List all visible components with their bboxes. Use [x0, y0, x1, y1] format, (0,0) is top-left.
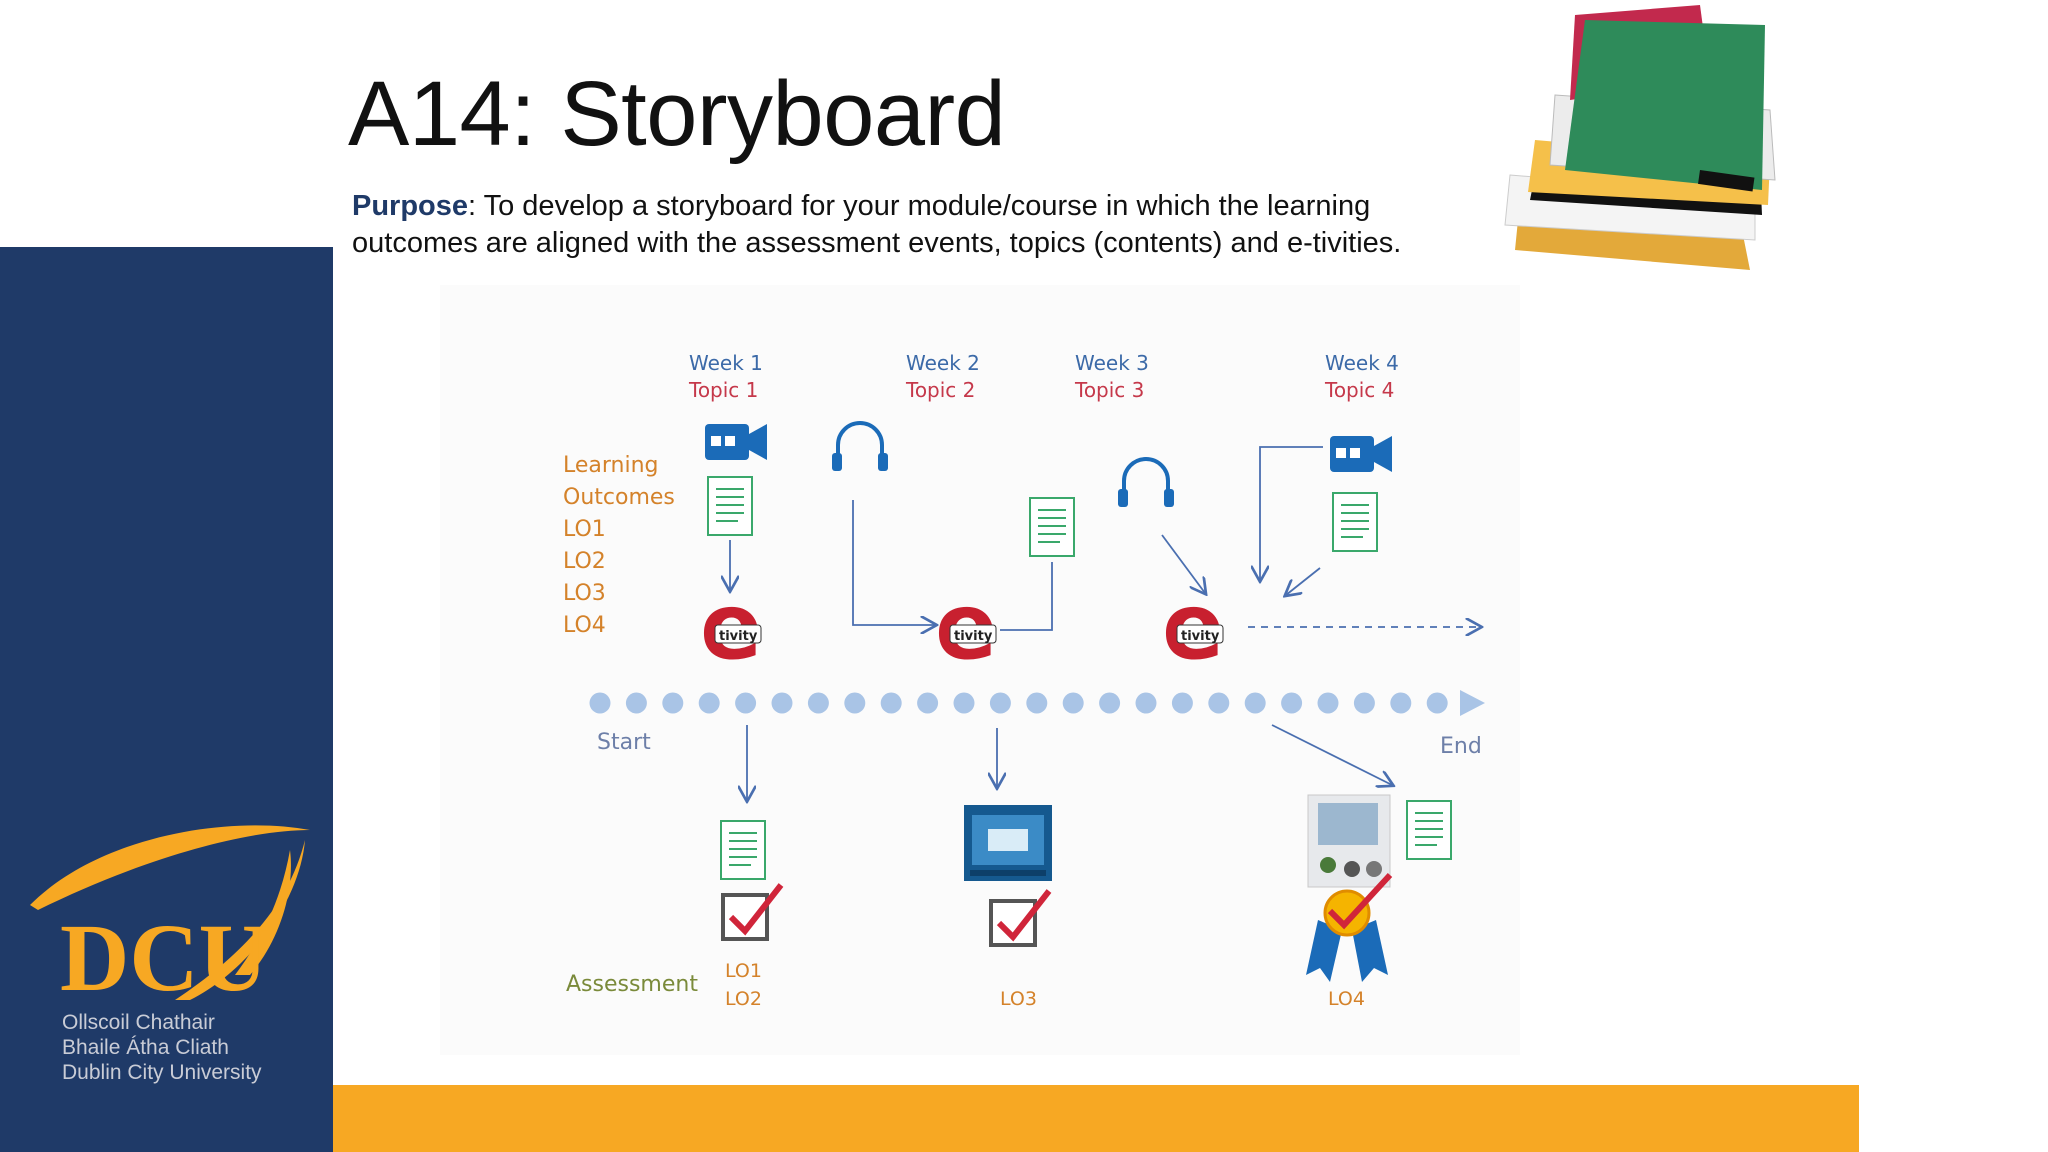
- timeline-dot: [807, 692, 829, 714]
- timeline-dot: [917, 692, 939, 714]
- assessment-lo-group: LO1 LO2: [725, 957, 762, 1013]
- checkbox-tick-icon: [991, 891, 1049, 945]
- topic-label: Topic 2: [906, 378, 976, 402]
- checkbox-tick-icon: [723, 885, 781, 939]
- assessment-lo: LO3: [1000, 988, 1037, 1010]
- storyboard-diagram: e tivity e tivity e tivity: [440, 285, 1520, 1055]
- week-label: Week 1: [689, 351, 763, 375]
- timeline-dot: [662, 692, 684, 714]
- timeline-dot: [1099, 692, 1121, 714]
- document-icon: [1406, 800, 1452, 860]
- connector-arrows: [730, 446, 1480, 800]
- timeline-dot: [589, 692, 611, 714]
- award-ribbon-icon: [1306, 872, 1393, 982]
- timeline-dot: [844, 692, 866, 714]
- timeline-end-label: End: [1440, 734, 1482, 759]
- assessment-lo: LO2: [725, 988, 762, 1010]
- timeline-dot: [1281, 692, 1303, 714]
- svg-text:tivity: tivity: [1181, 629, 1220, 644]
- lo-item: LO4: [563, 613, 606, 638]
- logo-line-2: Bhaile Átha Cliath: [62, 1036, 229, 1059]
- assessment-label: Assessment: [566, 972, 698, 997]
- document-icon: [1332, 492, 1378, 552]
- timeline-dot: [1353, 692, 1375, 714]
- timeline-start-label: Start: [597, 730, 651, 755]
- timeline-dot: [953, 692, 975, 714]
- lo-item: LO1: [563, 517, 606, 542]
- week-label: Week 2: [906, 351, 980, 375]
- document-icon: [1029, 497, 1075, 557]
- timeline-dot: [989, 692, 1011, 714]
- logo-line-1: Ollscoil Chathair: [62, 1011, 215, 1034]
- lo-item: LO3: [563, 581, 606, 606]
- timeline-dot: [1426, 692, 1448, 714]
- etivity-icon: e tivity: [1162, 573, 1224, 680]
- headphones-icon: [830, 421, 890, 473]
- timeline-dot: [735, 692, 757, 714]
- etivity-icon: e tivity: [935, 573, 997, 680]
- folder-stack-icon: [1504, 5, 1776, 270]
- video-camera-icon: [1330, 436, 1392, 472]
- week-label: Week 4: [1325, 351, 1399, 375]
- lo-heading: Learning: [563, 453, 659, 478]
- timeline-end-arrow: [1460, 690, 1485, 716]
- timeline-dot: [1208, 692, 1230, 714]
- topic-label: Topic 4: [1325, 378, 1395, 402]
- dcu-logo-mark: DCU: [60, 904, 268, 1010]
- learning-outcomes-list: Learning Outcomes LO1 LO2 LO3 LO4: [563, 450, 675, 642]
- timeline-dot: [1026, 692, 1048, 714]
- bottom-accent-bar: [333, 1085, 1859, 1152]
- timeline-dot: [1317, 692, 1339, 714]
- week-label: Week 3: [1075, 351, 1149, 375]
- purpose-label: Purpose: [352, 190, 469, 222]
- timeline-dot: [771, 692, 793, 714]
- topic-label: Topic 1: [689, 378, 759, 402]
- timeline-dot: [1244, 692, 1266, 714]
- svg-text:tivity: tivity: [954, 629, 993, 644]
- timeline-dot: [1062, 692, 1084, 714]
- timeline-dot: [1390, 692, 1412, 714]
- timeline-dot: [1135, 692, 1157, 714]
- screen-thumbnail-icon: [964, 805, 1052, 881]
- lo-item: LO2: [563, 549, 606, 574]
- slide-title: A14: Storyboard: [348, 63, 1006, 165]
- purpose-body: : To develop a storyboard for your modul…: [352, 190, 1402, 259]
- video-camera-icon: [705, 424, 767, 460]
- diagram-graphics: e tivity e tivity e tivity: [589, 421, 1485, 982]
- assessment-lo: LO4: [1328, 988, 1365, 1010]
- timeline-dot: [1171, 692, 1193, 714]
- timeline-dot: [880, 692, 902, 714]
- lo-heading: Outcomes: [563, 485, 675, 510]
- headphones-icon: [1116, 457, 1176, 509]
- timeline-dot: [625, 692, 647, 714]
- sidebar-panel: [0, 247, 333, 1152]
- logo-line-3: Dublin City University: [62, 1061, 262, 1084]
- timeline-dot: [698, 692, 720, 714]
- topic-label: Topic 3: [1075, 378, 1145, 402]
- svg-text:tivity: tivity: [719, 629, 758, 644]
- timeline: [589, 692, 1448, 714]
- assessment-lo: LO1: [725, 960, 762, 982]
- dcu-logo-icon: DCU: [30, 825, 310, 1010]
- purpose-text: Purpose: To develop a storyboard for you…: [352, 188, 1492, 262]
- presentation-photo-icon: [1307, 794, 1391, 888]
- etivity-icon: e tivity: [700, 573, 762, 680]
- document-icon: [720, 820, 766, 880]
- dcu-logo-text: Ollscoil Chathair Bhaile Átha Cliath Dub…: [62, 1010, 262, 1085]
- document-icon: [707, 476, 753, 536]
